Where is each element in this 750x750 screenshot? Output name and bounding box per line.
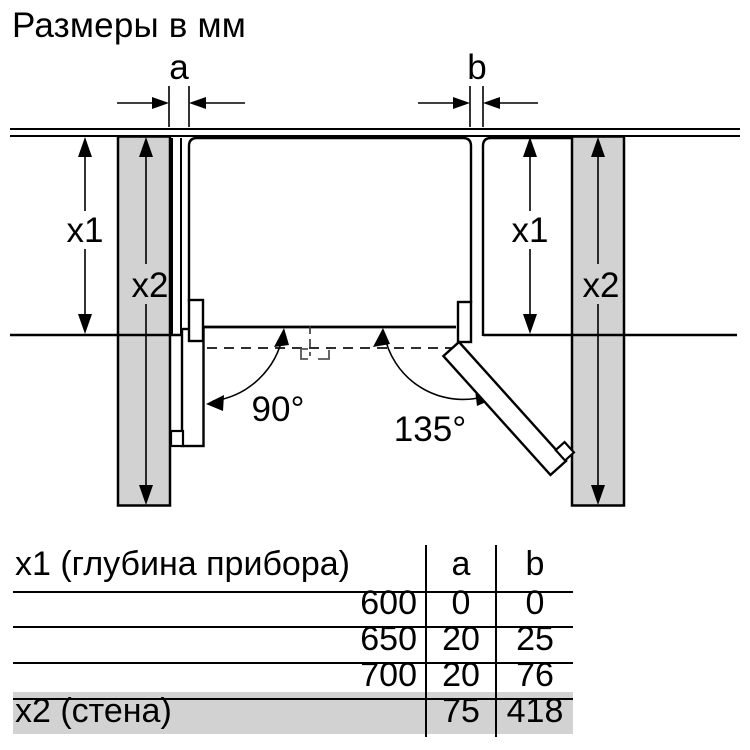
cell-a: 0 [425,584,495,628]
center-mark-right [318,350,330,360]
page-title: Размеры в мм [12,6,247,45]
table-row: 650 20 25 [13,620,573,664]
door-90-handle [169,429,185,448]
cell-x1: 600 [13,584,425,628]
x1-label-right: x1 [512,211,549,250]
x1-arrow-right [523,137,537,334]
footer-b: 418 [495,692,573,737]
angle-90-label: 90° [252,390,305,429]
cell-b: 25 [495,620,573,664]
cell-x1: 700 [13,656,425,700]
dim-a-label: a [169,48,189,87]
footer-a: 75 [425,692,495,737]
door-135-hinge [456,300,473,344]
cell-a: 20 [425,620,495,664]
table-row: 600 0 0 [13,584,573,628]
x2-label-right: x2 [583,266,620,305]
installation-diagram: 90° 135° [10,48,740,507]
footer-label: x2 (стена) [15,692,172,730]
door-90 [169,298,205,448]
cabinet-outline [481,136,573,336]
x2-arrow-left [139,137,153,505]
table-header-a: a [425,545,495,593]
table-header-x1: x1 (глубина прибора) [13,545,425,593]
dimension-a [117,86,245,127]
cell-a: 20 [425,656,495,700]
cell-b: 76 [495,656,573,700]
center-mark-left [300,348,308,360]
door-90-hinge [187,298,205,343]
door-90-arc [206,328,289,411]
x2-arrow-right [591,137,605,505]
x1-label-left: x1 [67,211,104,250]
angle-135-label: 135° [394,410,466,449]
table-footer-row: x2 (стена) 75 418 [13,692,573,737]
x2-label-left: x2 [132,266,169,305]
left-wall [116,135,172,507]
cell-x1: 650 [13,620,425,664]
dimensions-table: x1 (глубина прибора) a b 600 0 0 650 20 … [13,545,573,737]
appliance-outline [187,136,473,303]
table-header-b: b [495,545,573,593]
cell-b: 0 [495,584,573,628]
door-135 [441,300,576,477]
table-header-row: x1 (глубина прибора) a b [13,545,573,593]
door-135-handle [554,440,576,463]
x1-arrow-left [78,137,92,334]
dimension-b [418,86,538,127]
table-row: 700 20 76 [13,656,573,700]
dim-b-label: b [467,48,486,87]
